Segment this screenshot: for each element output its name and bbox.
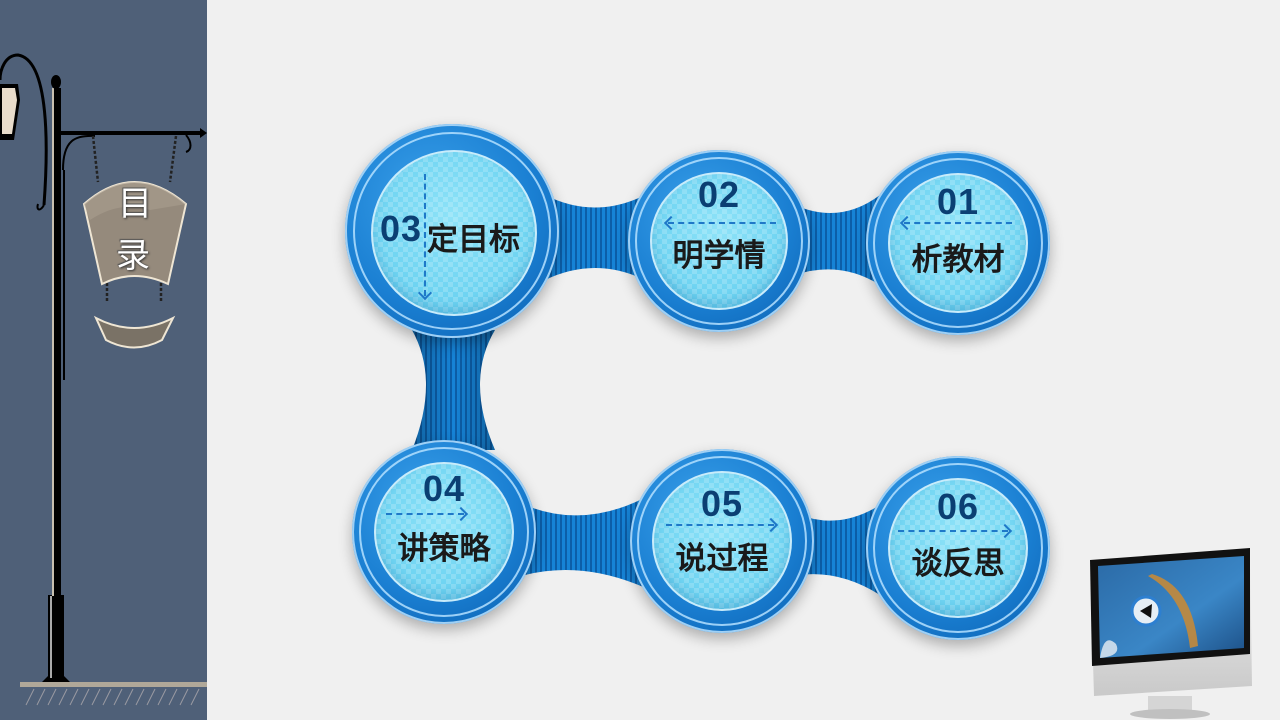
arrow-right-icon — [666, 524, 774, 526]
node-inner-disc — [373, 152, 535, 314]
node-ring-highlight — [873, 463, 1043, 633]
node-inner-disc — [376, 464, 512, 600]
node-03[interactable]: 03 定目标 — [345, 124, 559, 338]
node-ring-highlight — [873, 158, 1043, 328]
monitor-with-play-icon — [1090, 548, 1252, 719]
node-inner-disc — [890, 480, 1026, 616]
node-label: 说过程 — [675, 541, 769, 577]
node-number: 01 — [936, 181, 980, 222]
node-label: 谈反思 — [911, 546, 1005, 582]
lamp-post-icon — [0, 53, 207, 706]
sidebar-panel: 目 录 — [0, 0, 207, 720]
node-01[interactable]: 01 析教材 — [866, 151, 1050, 335]
node-label: 析教材 — [911, 242, 1005, 278]
node-02[interactable]: 02 明学情 — [628, 150, 810, 332]
sign-title-bottom: 录 — [116, 236, 150, 276]
node-05[interactable]: 05 说过程 — [630, 449, 814, 633]
node-inner-disc — [654, 473, 790, 609]
node-number: 02 — [697, 174, 741, 215]
arrow-right-icon — [898, 530, 1008, 532]
node-ring-highlight — [637, 456, 807, 626]
node-label: 定目标 — [427, 222, 520, 258]
sign-title-top: 目 — [118, 184, 152, 224]
node-ring-highlight — [359, 447, 529, 617]
node-number: 04 — [422, 468, 466, 509]
node-ring-highlight — [353, 132, 551, 330]
node-inner-disc — [890, 175, 1026, 311]
node-ring-highlight — [635, 157, 803, 325]
arrow-down-icon — [424, 174, 426, 296]
arrow-left-icon — [668, 222, 776, 224]
node-number: 06 — [936, 486, 980, 527]
node-number: 05 — [700, 483, 744, 524]
node-label: 讲策略 — [397, 531, 491, 567]
arrow-right-icon — [386, 513, 464, 515]
node-number: 03 — [379, 208, 423, 249]
arrow-left-icon — [904, 222, 1012, 224]
node-04[interactable]: 04 讲策略 — [352, 440, 536, 624]
node-06[interactable]: 06 谈反思 — [866, 456, 1050, 640]
node-inner-disc — [652, 174, 786, 308]
node-label: 明学情 — [672, 238, 766, 274]
